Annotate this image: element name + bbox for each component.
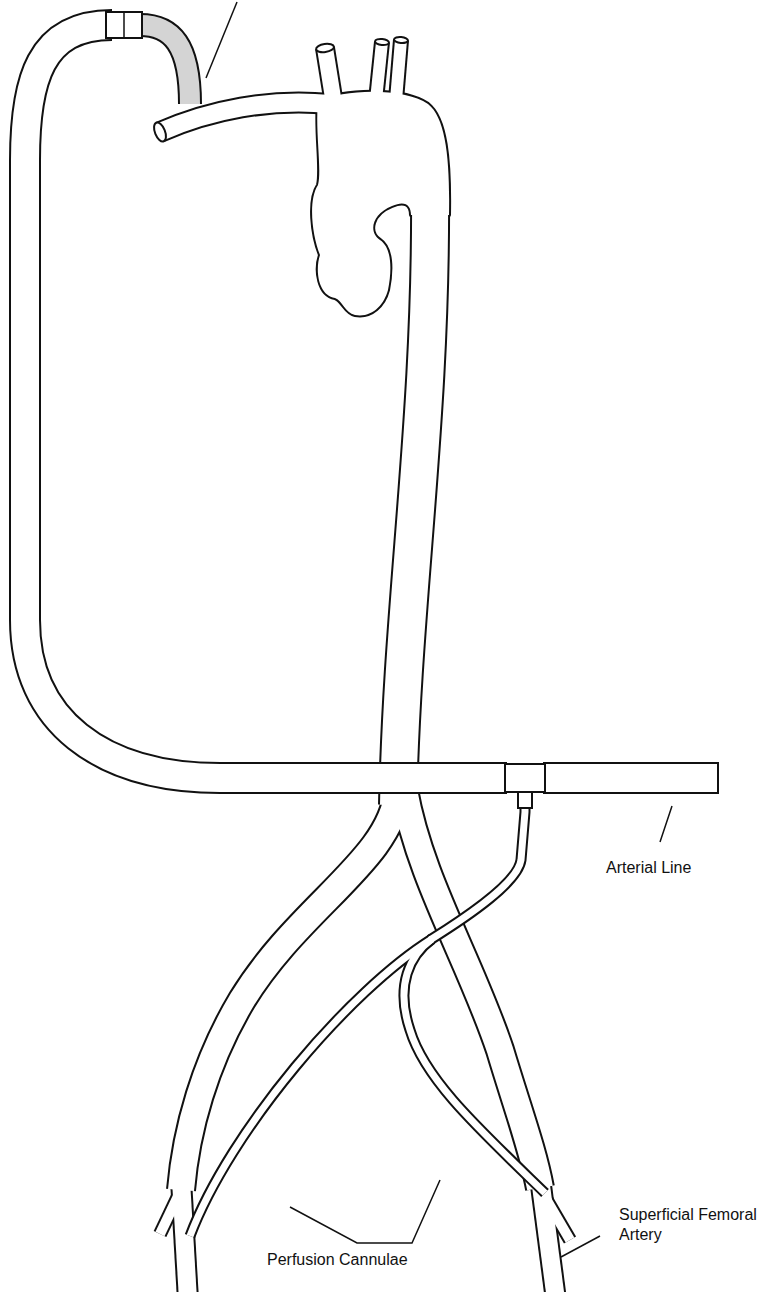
descending-aorta [398,190,430,805]
vessel-outlines [160,40,570,1292]
part-label: Arterial Line [605,858,692,878]
leader-line [561,1236,600,1257]
aortic-arch [312,92,449,316]
arch-branch [376,42,382,100]
cannula-lumen [190,790,545,1236]
arch-branch [376,42,382,100]
graft-connector [123,12,125,38]
arterial-line-tube [543,762,719,794]
leader-line [206,2,237,78]
perfusion-cannula [404,939,545,1193]
graft-elbow [140,25,190,104]
axillary-artery [160,102,330,132]
arterial-line-tube [543,764,719,792]
tube-end [717,763,719,793]
t-connector [518,792,532,808]
vessel-end [375,38,390,45]
vessel-end [316,43,335,53]
vessel-end [394,36,408,43]
femoral-branch [160,1192,180,1234]
part-label: Perfusion Cannulae [266,1250,409,1270]
vessel-lumens [160,40,570,1292]
arch-branch [396,40,401,100]
arch-branch [396,40,401,100]
graft-tube [25,25,507,778]
graft-tubing [25,25,719,778]
leader-line [660,806,672,842]
perfusion-cannula [190,939,432,1236]
perfusion-cannula [430,790,525,940]
perfusion-cannula [404,939,545,1193]
graft-elbow [140,25,190,104]
t-connector [505,764,545,792]
graft-tube [25,25,507,778]
perfusion-cannula [190,939,432,1236]
perfusion-cannula [430,790,525,940]
femoral-branch [542,1192,570,1240]
part-label: Superficial Femoral Artery [618,1205,776,1245]
descending-aorta [398,190,430,805]
vessel-end [152,121,169,143]
arch-branch [325,48,334,104]
cannula-outline [190,790,545,1236]
graft-connector [106,12,142,38]
axillary-artery [160,102,330,132]
leader-lines [206,2,672,1257]
arch-branch [325,48,334,104]
bracket [290,1180,440,1243]
